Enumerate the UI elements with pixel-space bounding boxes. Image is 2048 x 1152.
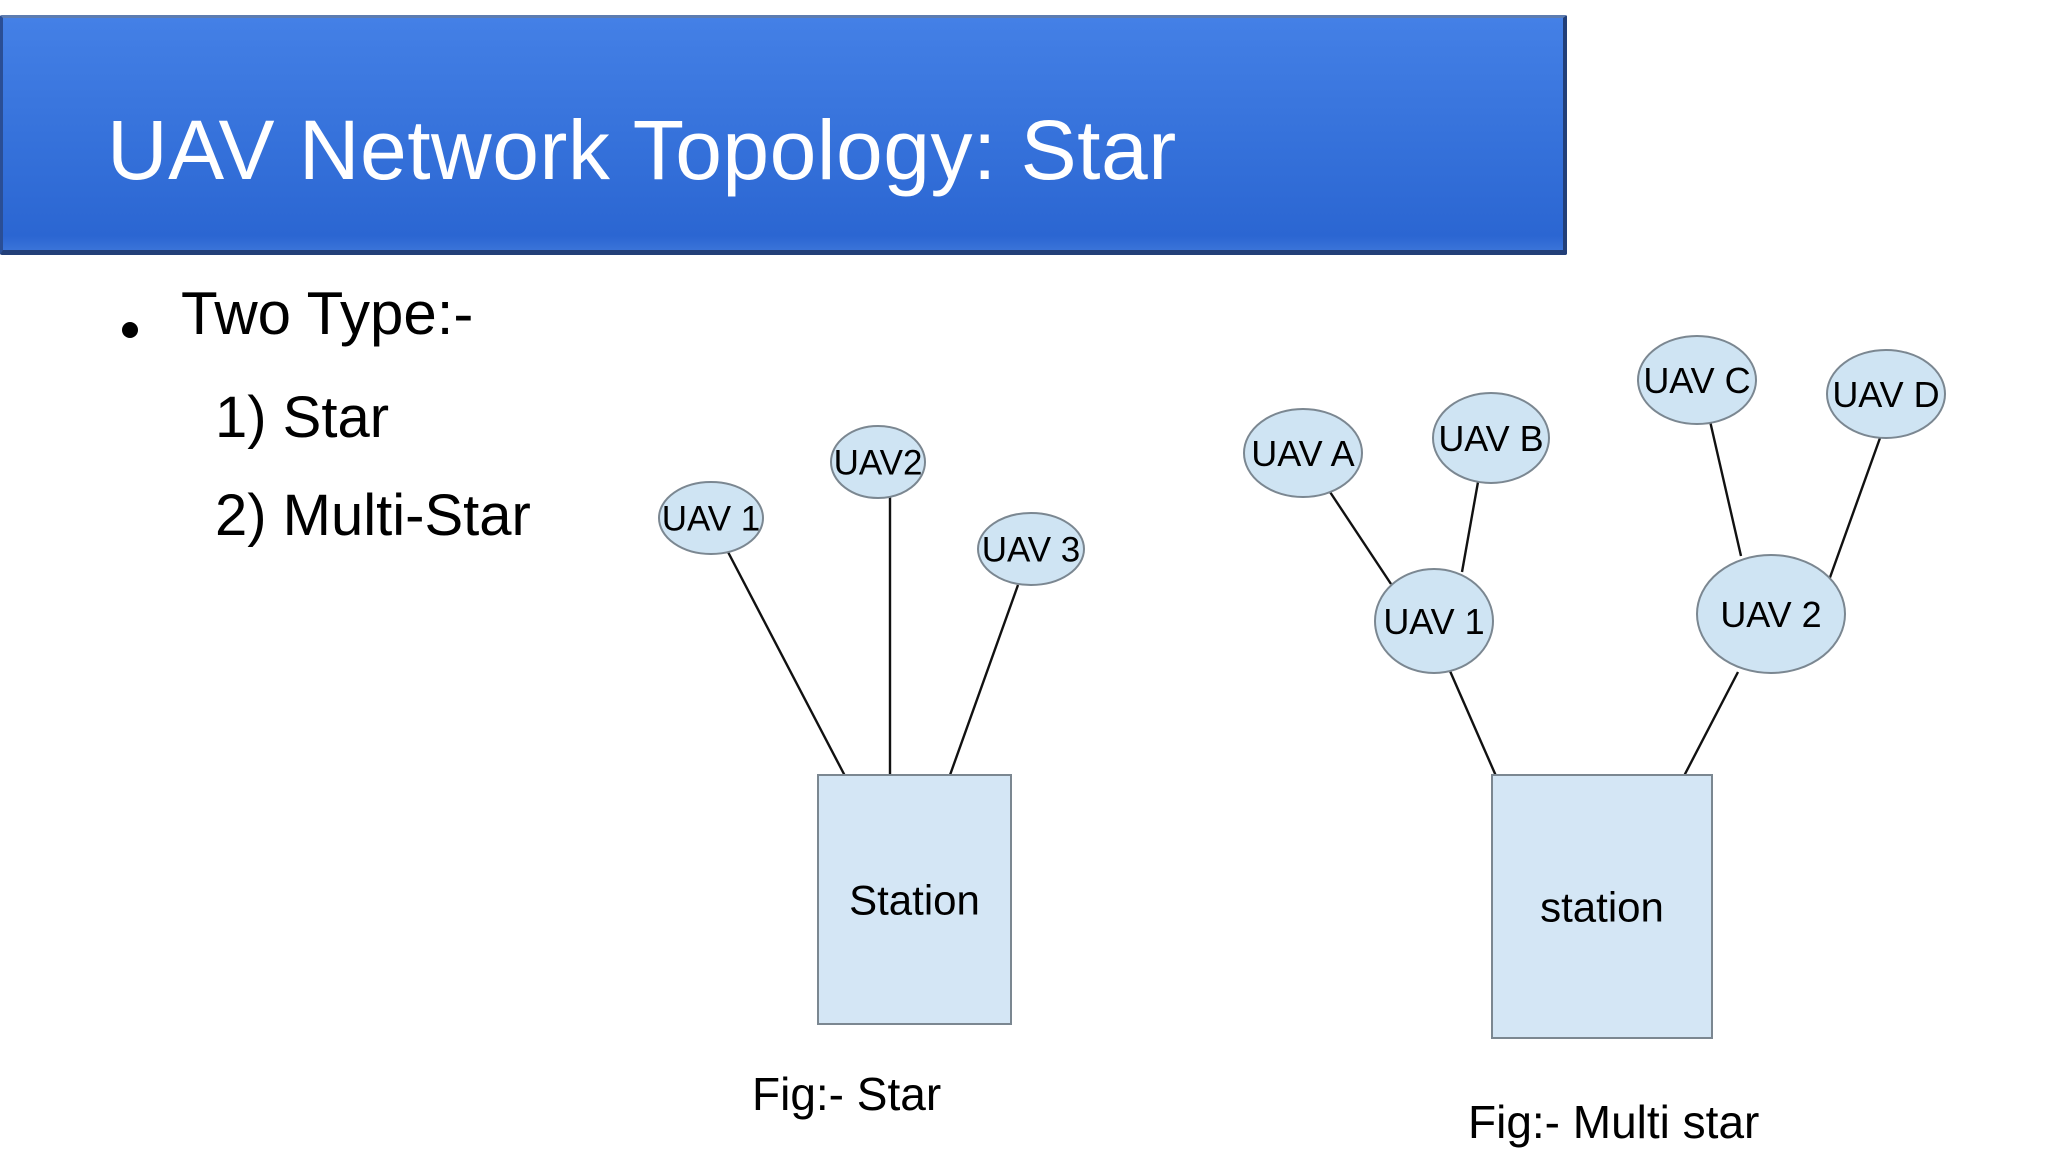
node-label-uav-a-multi-star: UAV A — [1251, 433, 1354, 474]
node-label-uav-1-star: UAV 1 — [662, 500, 761, 539]
station-label-star: Station — [849, 877, 980, 924]
slide-title: UAV Network Topology: Star — [107, 103, 1177, 197]
list-item-star: 1) Star — [215, 385, 390, 450]
node-uav-c-multi-star — [1637, 335, 1757, 425]
station-box-multi-star — [1491, 774, 1713, 1039]
link-line-multi-star — [1708, 420, 1743, 557]
node-uav-1-multi-star — [1374, 568, 1494, 674]
node-uav-2-multi-star — [1696, 554, 1846, 674]
list-item-multi-star: 2) Multi-Star — [215, 483, 531, 548]
node-label-uav-b-multi-star: UAV B — [1438, 418, 1543, 459]
bullet-dot — [122, 322, 138, 338]
node-uav-d-multi-star — [1826, 349, 1946, 439]
link-line-multi-star — [1826, 437, 1882, 584]
node-label-uav-d-multi-star: UAV D — [1832, 374, 1939, 415]
link-line-multi-star — [1460, 481, 1480, 573]
title-banner: UAV Network Topology: Star — [0, 15, 1567, 255]
node-label-uav-2-multi-star: UAV 2 — [1720, 594, 1821, 635]
link-line-star — [948, 584, 1020, 776]
bullet-heading: Two Type:- — [181, 280, 474, 347]
link-line-multi-star — [1448, 670, 1498, 777]
link-line-multi-star — [1328, 491, 1393, 585]
node-label-uav-c-multi-star: UAV C — [1643, 360, 1750, 401]
node-label-uav-1-multi-star: UAV 1 — [1383, 601, 1484, 642]
link-line-star — [726, 551, 847, 777]
figure-caption-multi-star: Fig:- Multi star — [1468, 1096, 1759, 1148]
node-uav2-star — [830, 425, 926, 499]
node-label-uav2-star: UAV2 — [834, 444, 923, 483]
figure-caption-star: Fig:- Star — [752, 1068, 941, 1120]
node-label-uav-3-star: UAV 3 — [982, 531, 1081, 570]
link-line-multi-star — [1682, 671, 1740, 777]
node-uav-1-star — [658, 481, 764, 555]
node-uav-b-multi-star — [1432, 392, 1550, 484]
station-label-multi-star: station — [1540, 884, 1664, 931]
station-box-star — [817, 774, 1012, 1025]
node-uav-3-star — [977, 512, 1085, 586]
node-uav-a-multi-star — [1243, 408, 1363, 498]
